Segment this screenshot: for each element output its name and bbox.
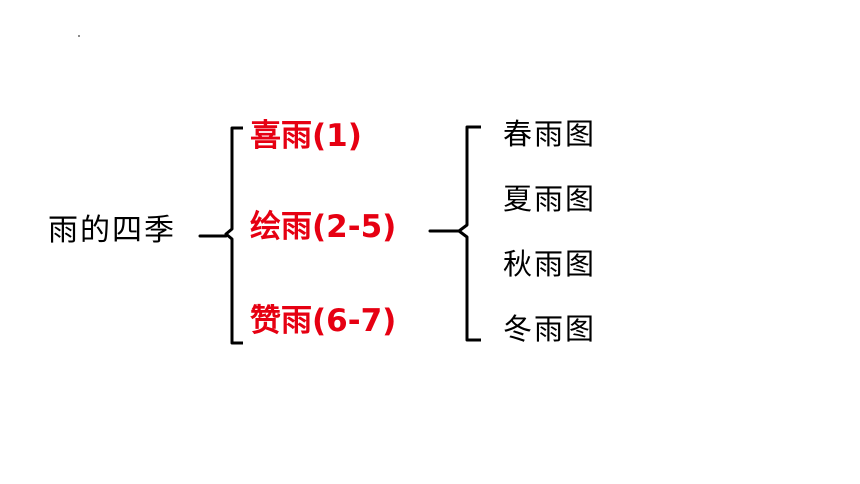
right-node-1: 春雨图 xyxy=(503,117,597,151)
right-node-4: 冬雨图 xyxy=(503,312,597,346)
right-node-3: 秋雨图 xyxy=(503,247,597,281)
stray-dot xyxy=(78,35,80,37)
middle-node-3: 赞雨(6-7) xyxy=(250,303,397,339)
middle-node-2: 绘雨(2-5) xyxy=(250,209,397,245)
left-brace xyxy=(224,126,243,345)
middle-node-1: 喜雨(1) xyxy=(250,118,362,154)
right-node-2: 夏雨图 xyxy=(503,182,597,216)
right-brace xyxy=(457,125,481,342)
root-title: 雨的四季 xyxy=(48,213,176,248)
